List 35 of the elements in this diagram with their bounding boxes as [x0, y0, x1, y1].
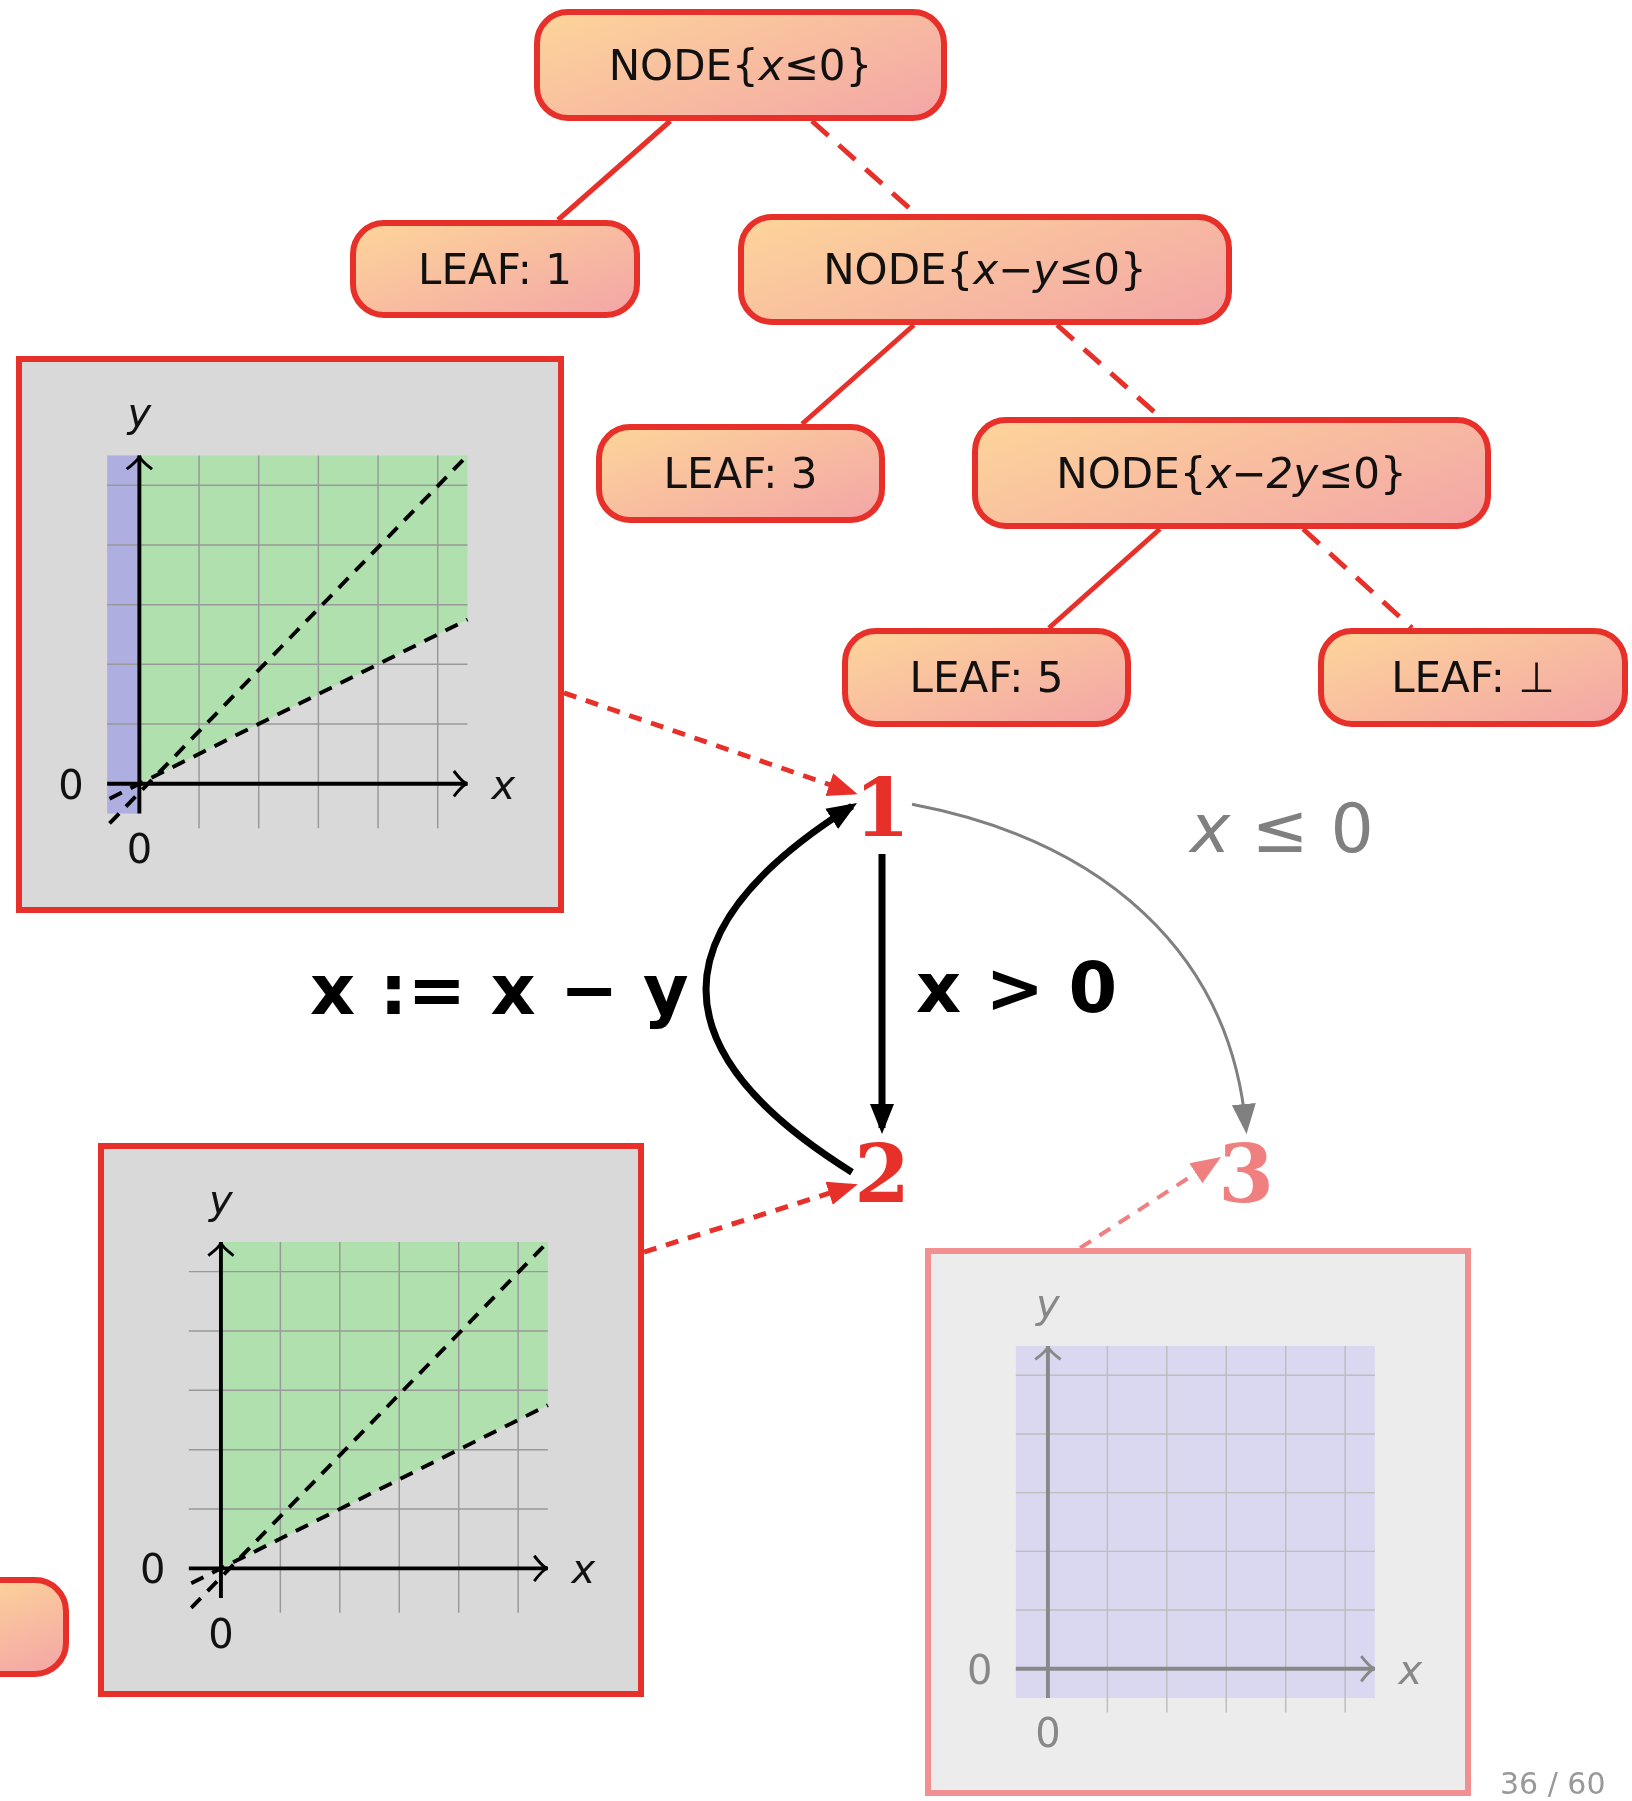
axis-label: x [571, 1549, 596, 1590]
tick-label: 0 [967, 1649, 993, 1690]
tree-node: LEAF: ⊥ [1318, 628, 1628, 727]
connector-line [556, 119, 672, 222]
arrow [563, 690, 858, 796]
connector-line [1047, 527, 1162, 630]
tree-node: NODE{x−y≤0} [738, 214, 1232, 325]
arrow [702, 802, 857, 1176]
state-number: 3 [1216, 1128, 1276, 1220]
tree-node: LEAF: 1 [350, 220, 640, 318]
axis-label: x [1398, 1649, 1423, 1690]
arrow [643, 1181, 858, 1255]
axis-label: x [491, 764, 516, 805]
tree-node: NODE{x≤0} [534, 9, 947, 121]
tick-label: 0 [140, 1549, 166, 1590]
state-number: 1 [852, 762, 912, 854]
page-number: 36 / 60 [1500, 1766, 1606, 1801]
arrow [1078, 1156, 1222, 1250]
tree-node: LEAF: 3 [596, 424, 885, 523]
tick-label: 0 [58, 764, 84, 805]
connector-line [1301, 527, 1414, 630]
tick-label: 0 [208, 1613, 234, 1654]
axis-label: y [209, 1179, 233, 1220]
tree-node: LEAF: 5 [842, 628, 1131, 727]
connector-line [800, 323, 916, 426]
plot-panel [925, 1248, 1471, 1796]
plot-panel [98, 1143, 644, 1697]
axis-label: y [1036, 1284, 1060, 1325]
tree-node: NODE{x−2y≤0} [972, 417, 1491, 529]
axis-label: y [127, 392, 152, 433]
arrow [911, 802, 1255, 1134]
tick-label: 0 [1035, 1713, 1061, 1754]
tick-label: 0 [126, 829, 153, 870]
state-number: 2 [852, 1128, 912, 1220]
plot-panel [16, 356, 564, 913]
